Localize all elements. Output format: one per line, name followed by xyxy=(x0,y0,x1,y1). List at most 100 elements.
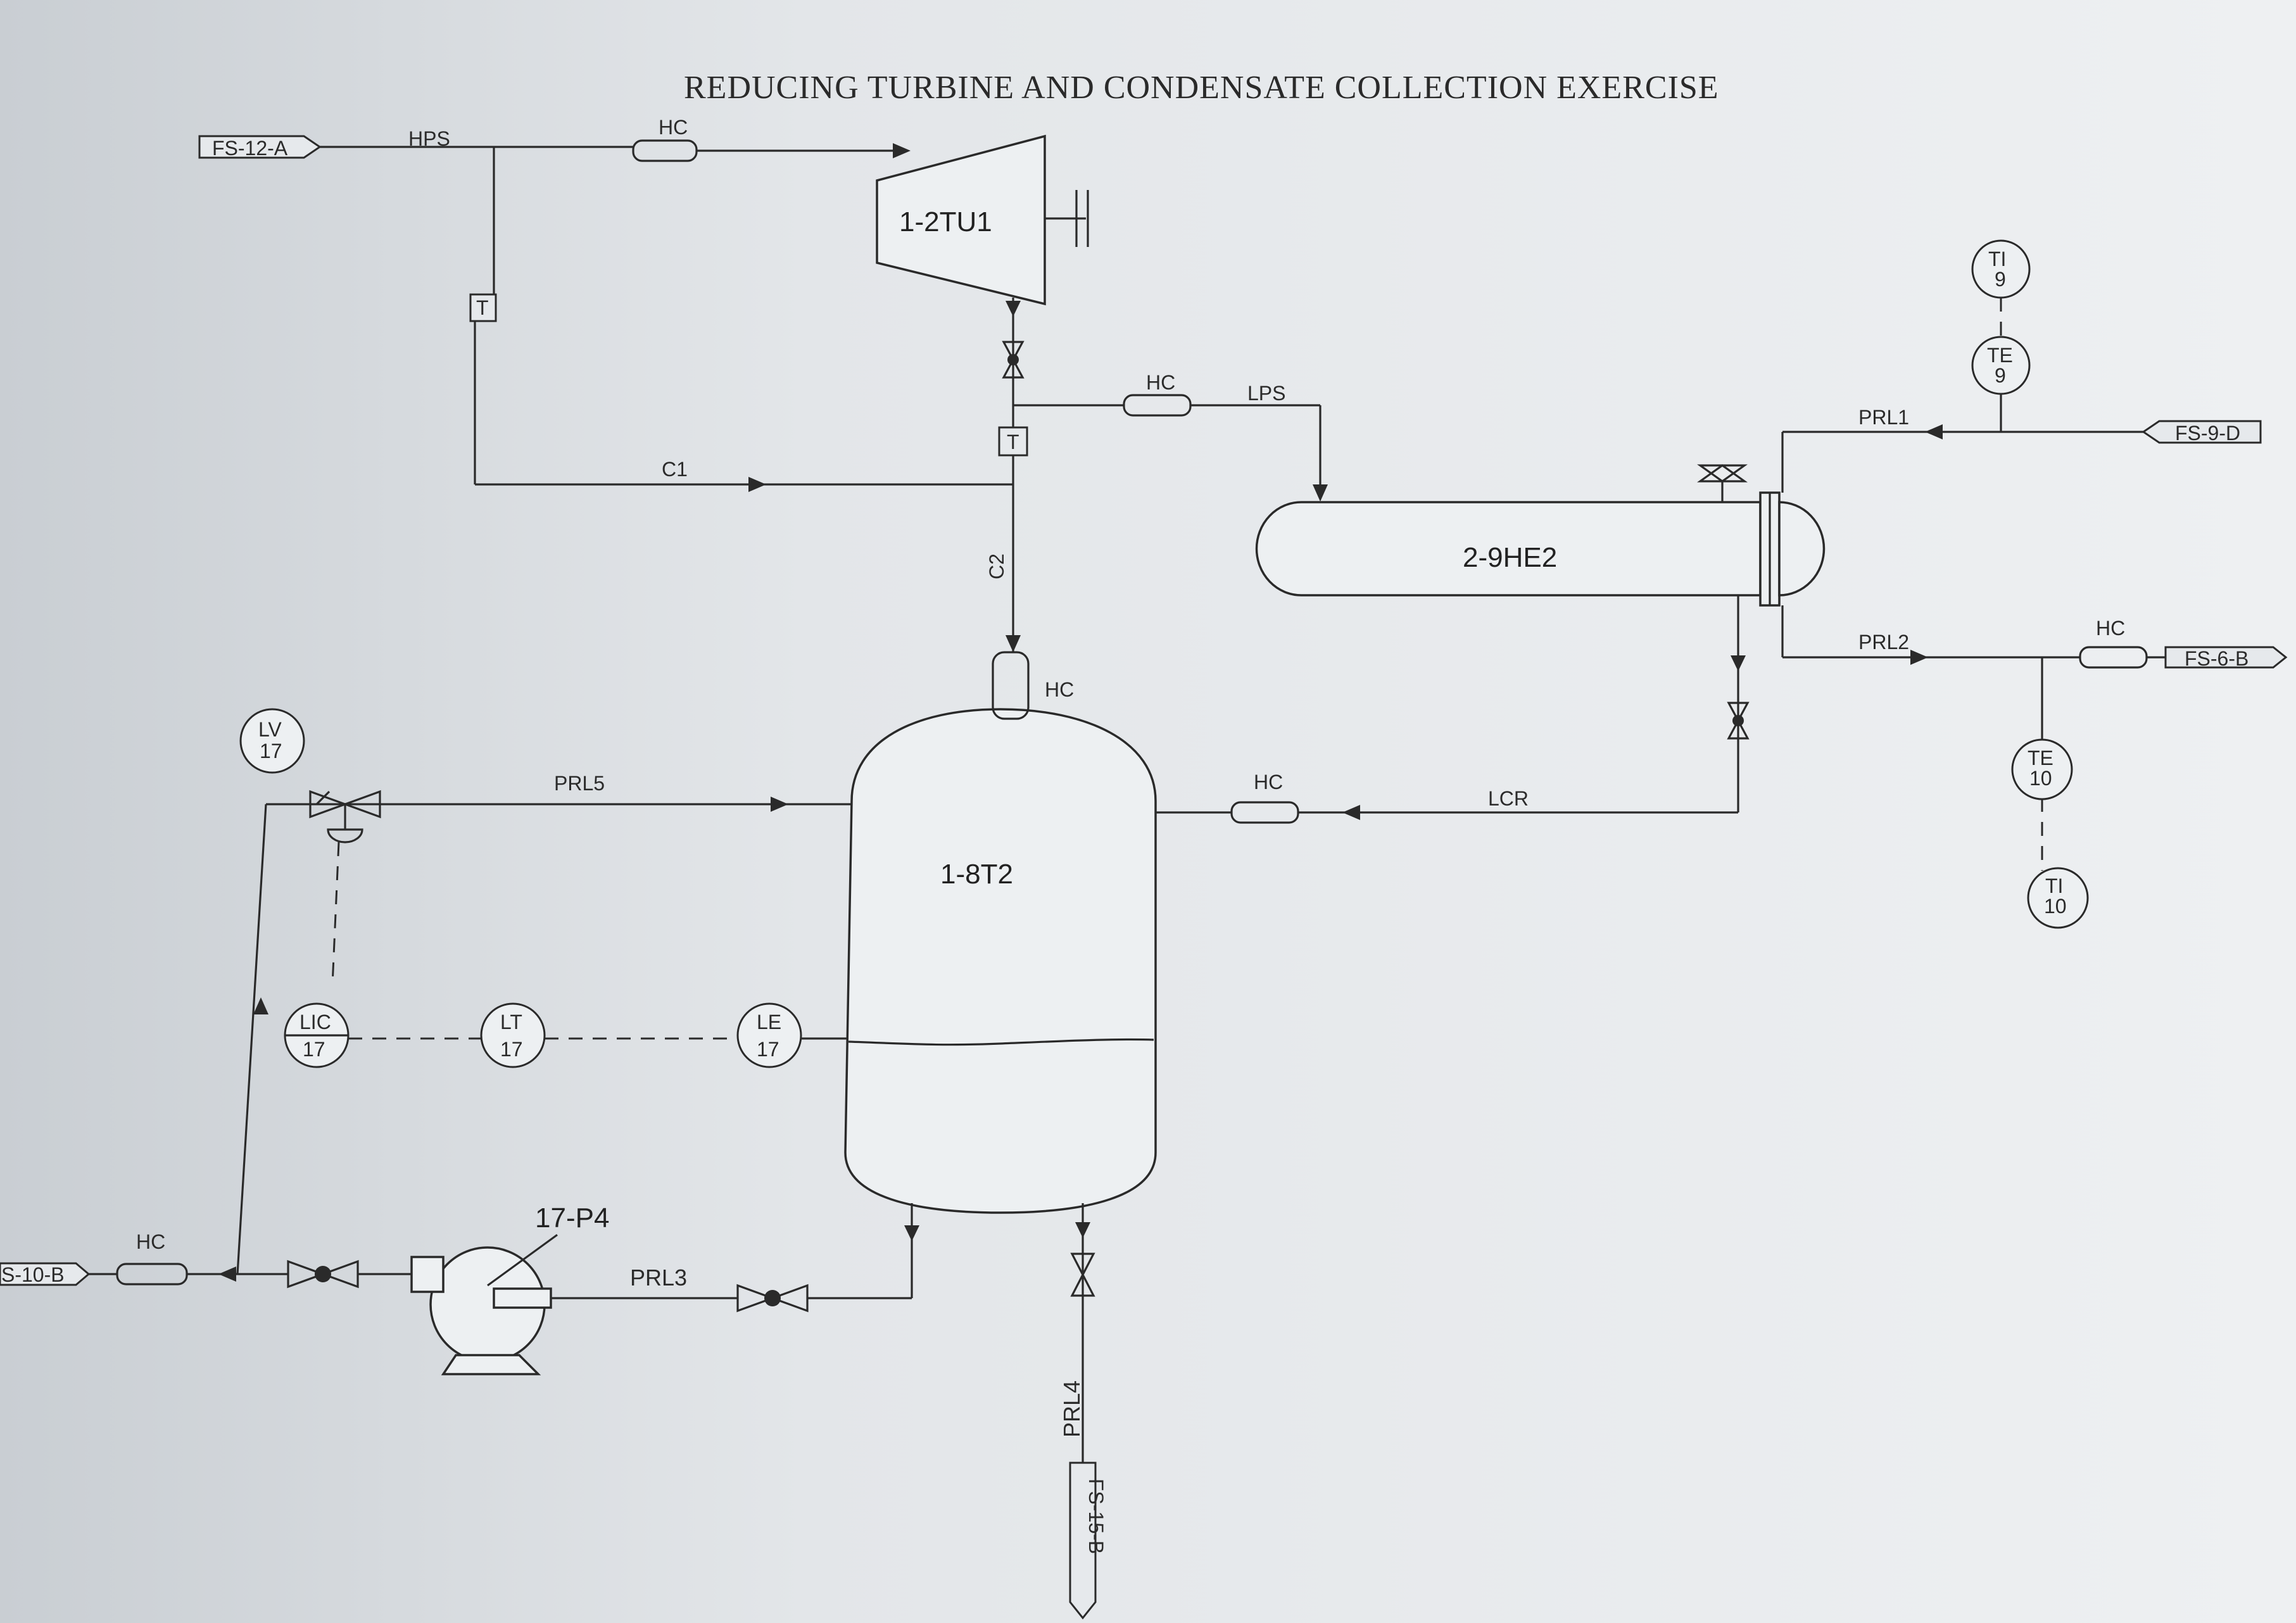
heat-exchanger-2-9HE2: 2-9HE2 xyxy=(1255,464,1826,607)
tank-label: 1-8T2 xyxy=(940,859,1013,890)
offpage-connector-fs-15-b xyxy=(1069,1462,1097,1620)
tank-1-8T2: 1-8T2 HC xyxy=(844,651,1157,1214)
hc-label-prl2: HC xyxy=(2096,617,2125,640)
prl2-label: PRL2 xyxy=(1858,631,1909,654)
offpage-label-fs-12-a: FS-12-A xyxy=(212,137,288,160)
prl5-line: PRL5 LV 17 xyxy=(239,708,852,985)
temperature-loop-9: TI 9 TE 9 xyxy=(1971,239,2031,432)
steam-trap-c2 xyxy=(998,426,1028,457)
lps-line: HC LPS xyxy=(1013,371,1328,502)
lps-label: LPS xyxy=(1247,382,1285,405)
hps-line: FS-12-A HPS HC xyxy=(198,116,911,162)
lcr-flow-arrow-down xyxy=(1731,655,1746,671)
prl5-riser xyxy=(236,804,267,1275)
instrument-ti10 xyxy=(2027,867,2089,929)
instrument-le17 xyxy=(736,1002,802,1068)
c2-label: C2 xyxy=(985,553,1008,579)
offpage-connector-s-10-b xyxy=(0,1262,91,1286)
relief-valve-bottom xyxy=(1697,464,1748,483)
trap-label-c2: T xyxy=(1007,431,1019,453)
instrument-ti9 xyxy=(1971,239,2031,299)
prl5-flow-arrow xyxy=(771,797,788,812)
lic17-number: 17 xyxy=(303,1038,325,1061)
discharge-valve-right xyxy=(320,1260,359,1289)
lic17-letters: LIC xyxy=(300,1011,331,1033)
lv17-pointer xyxy=(315,790,331,805)
lv17-actuator xyxy=(327,828,363,843)
trap-label-c1: T xyxy=(476,296,489,319)
prl5-label: PRL5 xyxy=(554,772,605,795)
exchanger-channel-head xyxy=(1778,501,1826,597)
pump-discharge-line: HC S-10-B xyxy=(0,804,412,1289)
prl4-line: PRL4 FS-15-B xyxy=(1059,1203,1107,1620)
turbine-label: 1-2TU1 xyxy=(899,206,992,237)
ti10-letters: TI xyxy=(2045,875,2063,897)
hc-label-tank-inlet: HC xyxy=(1045,678,1074,701)
offpage-connector-fs-9-d xyxy=(2141,420,2262,444)
c2-flow-arrow xyxy=(1006,635,1021,652)
le17-number: 17 xyxy=(757,1038,779,1061)
hc-label-hps: HC xyxy=(659,116,688,139)
pump-discharge-nozzle xyxy=(493,1287,552,1309)
instrument-te10 xyxy=(2011,738,2073,800)
te10-letters: TE xyxy=(2028,747,2053,769)
exchanger-label: 2-9HE2 xyxy=(1463,542,1557,573)
turbine-exhaust-valve-bottom xyxy=(1002,357,1025,379)
discharge-valve-stem xyxy=(315,1266,331,1282)
hps-flow-arrow xyxy=(893,143,911,158)
ti9-letters: TI xyxy=(1988,248,2006,270)
lt17-letters: LT xyxy=(500,1011,522,1033)
lcr-valve-top xyxy=(1727,702,1750,723)
te9-letters: TE xyxy=(1987,344,2013,367)
instrument-lv17 xyxy=(239,708,305,774)
pump-label: 17-P4 xyxy=(535,1203,609,1234)
hps-label: HPS xyxy=(408,127,450,150)
prl4-flow-arrow xyxy=(1075,1222,1090,1238)
offpage-connector-fs-12-a xyxy=(198,135,322,159)
heat-conservation-tank-inlet xyxy=(992,651,1030,720)
prl3-label: PRL3 xyxy=(630,1265,687,1291)
lv17-valve-right xyxy=(342,790,381,819)
pump-suction-nozzle xyxy=(410,1256,445,1293)
lt17-number: 17 xyxy=(500,1038,523,1061)
prl4-valve-top xyxy=(1070,1253,1095,1277)
turbine-1-2TU1: 1-2TU1 xyxy=(876,134,1089,306)
level-loop-17: LIC 17 LT 17 LE 17 xyxy=(284,1002,848,1068)
temperature-loop-10: TE 10 TI 10 xyxy=(2011,657,2089,929)
prl3-line: PRL3 xyxy=(551,1203,919,1313)
steam-trap-c1 xyxy=(469,293,497,322)
tank-vessel xyxy=(844,708,1157,1214)
turbine-exhaust-line: T C2 xyxy=(985,298,1028,652)
lcr-line: LCR HC xyxy=(1156,595,1750,824)
lv17-valve-left xyxy=(309,790,348,819)
turbine-exhaust-valve-stem xyxy=(1007,354,1019,365)
ti9-number: 9 xyxy=(1995,268,2006,291)
instrument-lt17 xyxy=(480,1002,546,1068)
diagram-title: REDUCING TURBINE AND CONDENSATE COLLECTI… xyxy=(684,70,1719,106)
discharge-flow-arrow xyxy=(218,1266,236,1282)
lv17-letters: LV xyxy=(258,718,282,741)
lcr-valve-bottom xyxy=(1727,718,1750,740)
exchanger-shell xyxy=(1255,501,1762,597)
c1-label: C1 xyxy=(662,458,688,481)
prl1-label: PRL1 xyxy=(1858,406,1909,429)
lcr-valve-stem xyxy=(1732,715,1744,726)
le17-letters: LE xyxy=(757,1011,781,1033)
prl2-line: PRL2 HC FS-6-B xyxy=(1781,605,2288,670)
offpage-label-s-10-b: S-10-B xyxy=(1,1263,65,1286)
tank-liquid-level xyxy=(848,1038,1154,1046)
prl5-riser-arrow xyxy=(253,997,268,1014)
tank-outlet-prl3-arrow xyxy=(904,1225,919,1241)
lcr-flow-arrow xyxy=(1342,805,1360,820)
instrument-te9 xyxy=(1971,336,2031,395)
prl2-flow-arrow xyxy=(1910,650,1928,665)
c1-flow-arrow xyxy=(748,477,766,492)
lv17-number: 17 xyxy=(260,740,282,762)
turbine-body xyxy=(876,134,1046,306)
offpage-connector-fs-6-b xyxy=(2164,646,2288,669)
prl3-valve-stem xyxy=(764,1290,781,1306)
te10-number: 10 xyxy=(2029,767,2052,790)
prl1-flow-arrow xyxy=(1925,424,1943,439)
offpage-label-fs-6-b: FS-6-B xyxy=(2185,647,2249,670)
